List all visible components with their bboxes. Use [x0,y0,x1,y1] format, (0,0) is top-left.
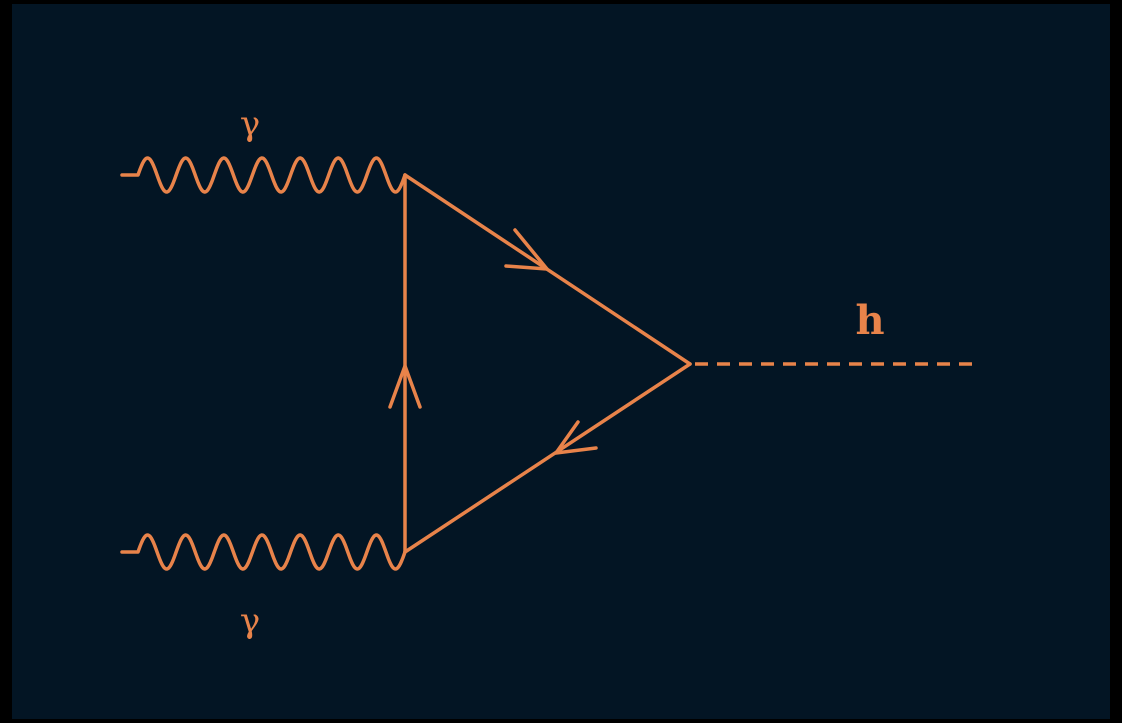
fermion-line-lower [403,362,692,554]
arrow-upper-icon [504,228,549,271]
photon-label-bottom: γ [240,601,260,641]
arrow-vertical-icon [388,364,422,409]
diagram-canvas [12,4,1110,719]
photon-label-top: γ [240,104,260,144]
photon-line-bottom [120,533,407,571]
photon-line-top [120,156,407,194]
higgs-label: h [855,297,884,344]
arrow-lower-icon [554,420,598,455]
